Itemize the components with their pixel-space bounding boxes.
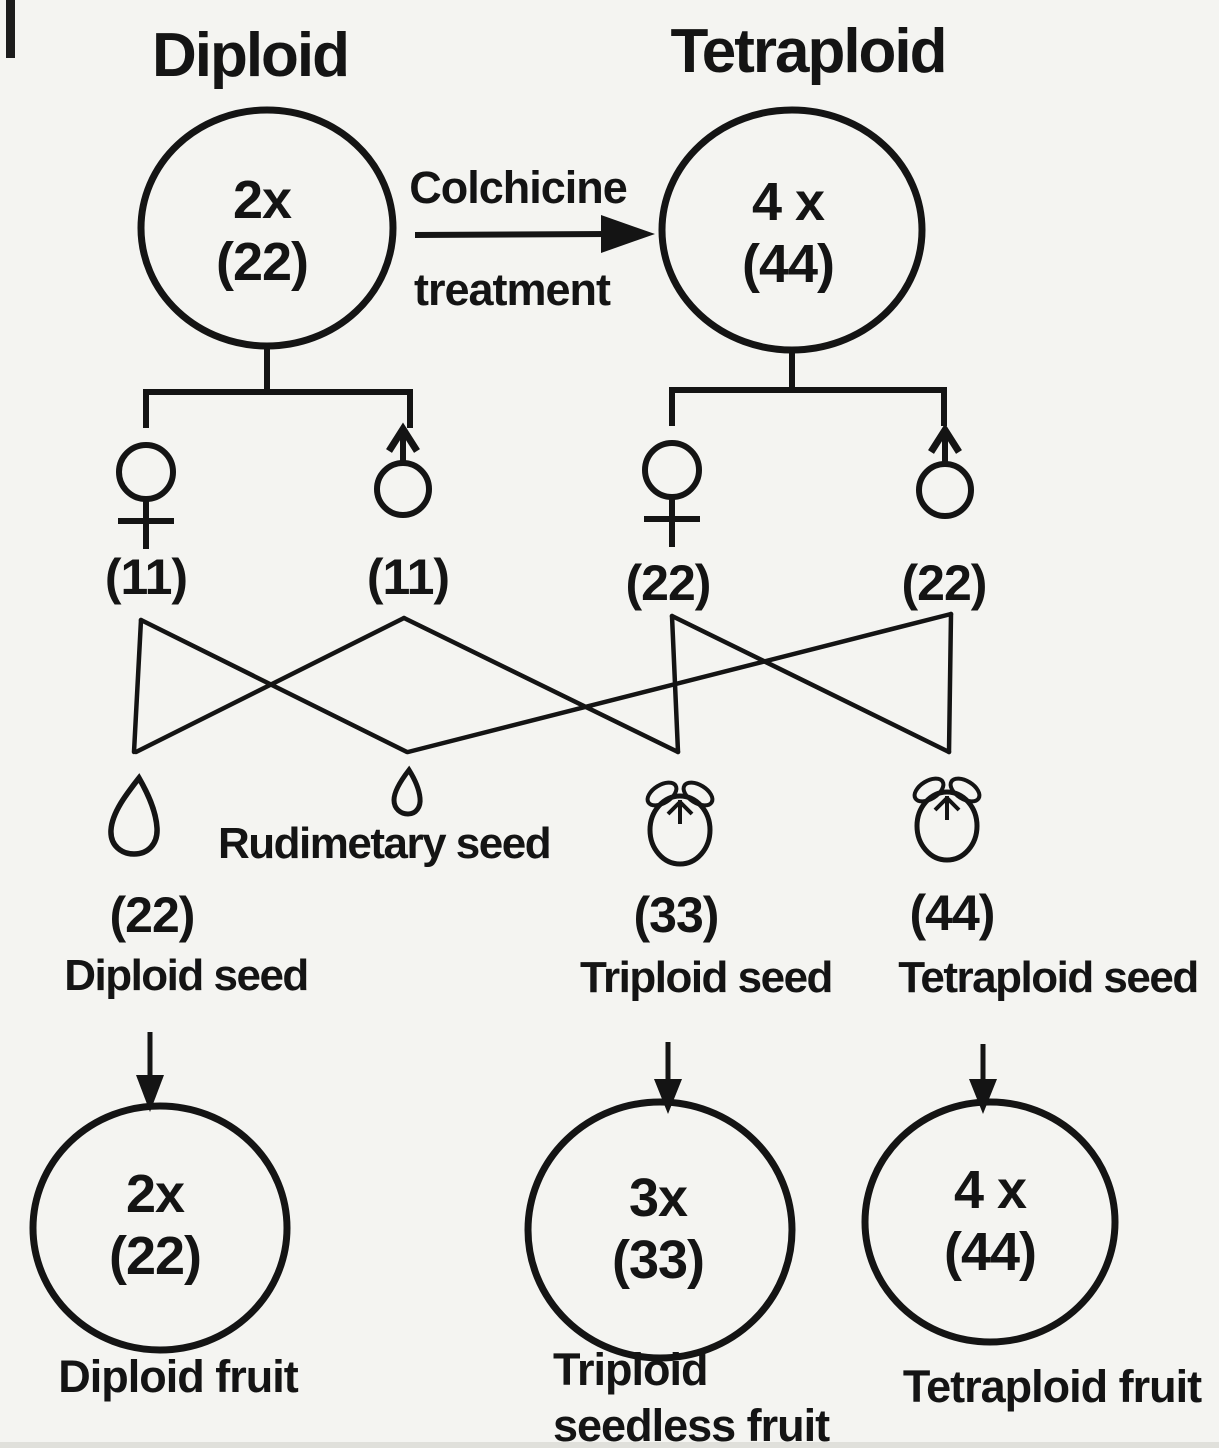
triploid-fruit-node: 3x (33) Triploid seedless fruit xyxy=(524,1098,831,1448)
diploid-descent-bracket xyxy=(143,346,413,428)
diploid-fruit-circle xyxy=(29,1102,291,1354)
grow-arrow-triploid xyxy=(654,1042,682,1114)
arrow-head xyxy=(969,1079,997,1114)
triploid-seed-leaf-left xyxy=(645,780,679,808)
treatment-arrow-line xyxy=(414,231,609,238)
grow-arrow-tetraploid xyxy=(969,1044,997,1114)
tetraploid-fruit-chromosomes: (44) xyxy=(944,1222,1036,1282)
tetraploid-seed-node: (44) Tetraploid seed xyxy=(898,776,1199,1002)
cross-line-diploid-male-to-triploid-seed xyxy=(401,615,681,755)
cross-line-diploid-female-to-rudimentary-seed xyxy=(138,617,410,755)
tetraploid-female-gamete: (22) xyxy=(626,440,711,611)
cross-line-diploid-female-to-diploid-seed xyxy=(131,617,144,755)
triploid-seed-body xyxy=(647,793,713,867)
diploid-fruit-node: 2x (22) Diploid fruit xyxy=(29,1102,300,1402)
tetraploid-plant-chromosomes: (44) xyxy=(742,234,834,294)
male-symbol-arrowhead xyxy=(386,422,420,453)
grow-arrow-diploid xyxy=(136,1032,164,1112)
tetraploid-seed-leaf-left xyxy=(912,776,946,804)
diploid-female-count: (11) xyxy=(105,549,187,605)
diploid-seed-label: Diploid seed xyxy=(64,951,308,1000)
diploid-plant-chromosomes: (22) xyxy=(216,232,308,292)
tetraploid-plant-ploidy: 4 x xyxy=(752,172,825,232)
treatment-arrow-head xyxy=(601,215,655,253)
tetraploid-seed-body xyxy=(914,789,980,863)
rudimentary-seed-node: Rudimetary seed xyxy=(218,765,552,868)
arrow-head xyxy=(654,1079,682,1114)
rudimentary-seed-icon xyxy=(391,765,423,817)
tetraploid-fruit-circle xyxy=(861,1098,1119,1346)
colchicine-label: Colchicine xyxy=(409,162,627,213)
tetraploid-seed-leaf-right xyxy=(948,776,982,804)
diploid-seed-node: (22) Diploid seed xyxy=(64,773,309,1000)
cross-line-tetraploid-male-to-rudimentary-seed xyxy=(405,611,954,755)
triploid-seed-sprout xyxy=(666,800,694,824)
male-symbol-arrowhead xyxy=(928,423,962,454)
tetraploid-female-count: (22) xyxy=(626,555,711,611)
triploid-fruit-chromosomes: (33) xyxy=(612,1230,704,1290)
diploid-male-gamete: (11) xyxy=(367,422,450,605)
diploid-column-title: Diploid xyxy=(152,21,348,90)
tetraploid-male-gamete: (22) xyxy=(902,423,987,611)
tetraploid-fruit-node: 4 x (44) Tetraploid fruit xyxy=(861,1098,1203,1412)
diploid-male-count: (11) xyxy=(367,549,449,605)
rudimentary-seed-label: Rudimetary seed xyxy=(218,819,550,868)
treatment-label: treatment xyxy=(414,264,611,315)
diploid-fruit-ploidy: 2x xyxy=(126,1164,185,1224)
triploid-fruit-ploidy: 3x xyxy=(629,1168,688,1228)
cross-line-diploid-male-to-diploid-seed xyxy=(133,615,407,755)
cross-lines xyxy=(131,611,954,755)
triploid-seed-count: (33) xyxy=(634,887,719,943)
triploid-seed-leaf-right xyxy=(681,780,715,808)
tetraploid-descent-bracket xyxy=(669,350,947,426)
tetraploid-male-count: (22) xyxy=(902,555,987,611)
tetraploid-seed-label: Tetraploid seed xyxy=(898,953,1197,1002)
tetraploid-fruit-label: Tetraploid fruit xyxy=(903,1361,1202,1412)
scan-artifact-top-left xyxy=(6,0,15,58)
diploid-seed-icon xyxy=(108,773,160,857)
triploid-seed-node: (33) Triploid seed xyxy=(580,780,833,1002)
arrow-head xyxy=(136,1075,164,1112)
colchicine-treatment-arrow: Colchicine treatment xyxy=(409,162,655,315)
triploid-fruit-circle xyxy=(524,1098,796,1362)
triploid-fruit-label-line1: Triploid xyxy=(553,1344,708,1395)
tetraploid-seed-count: (44) xyxy=(910,885,995,941)
diploid-fruit-chromosomes: (22) xyxy=(109,1226,201,1286)
cross-line-tetraploid-male-to-tetraploid-seed xyxy=(946,611,954,755)
triploid-seed-label: Triploid seed xyxy=(580,953,832,1002)
cross-line-tetraploid-female-to-tetraploid-seed xyxy=(669,613,952,755)
tetraploid-seed-sprout xyxy=(933,796,961,820)
diploid-female-gamete: (11) xyxy=(105,442,188,605)
triploid-fruit-label-line2: seedless fruit xyxy=(553,1400,830,1448)
diploid-seed-count: (22) xyxy=(110,887,195,943)
diploid-fruit-label: Diploid fruit xyxy=(58,1351,298,1402)
scan-edge-bottom xyxy=(0,1442,1219,1448)
tetraploid-fruit-ploidy: 4 x xyxy=(954,1160,1027,1220)
tetraploid-plant-node: 4 x (44) xyxy=(658,106,926,354)
tetraploid-column-title: Tetraploid xyxy=(670,17,945,86)
diploid-plant-ploidy: 2x xyxy=(233,170,292,230)
